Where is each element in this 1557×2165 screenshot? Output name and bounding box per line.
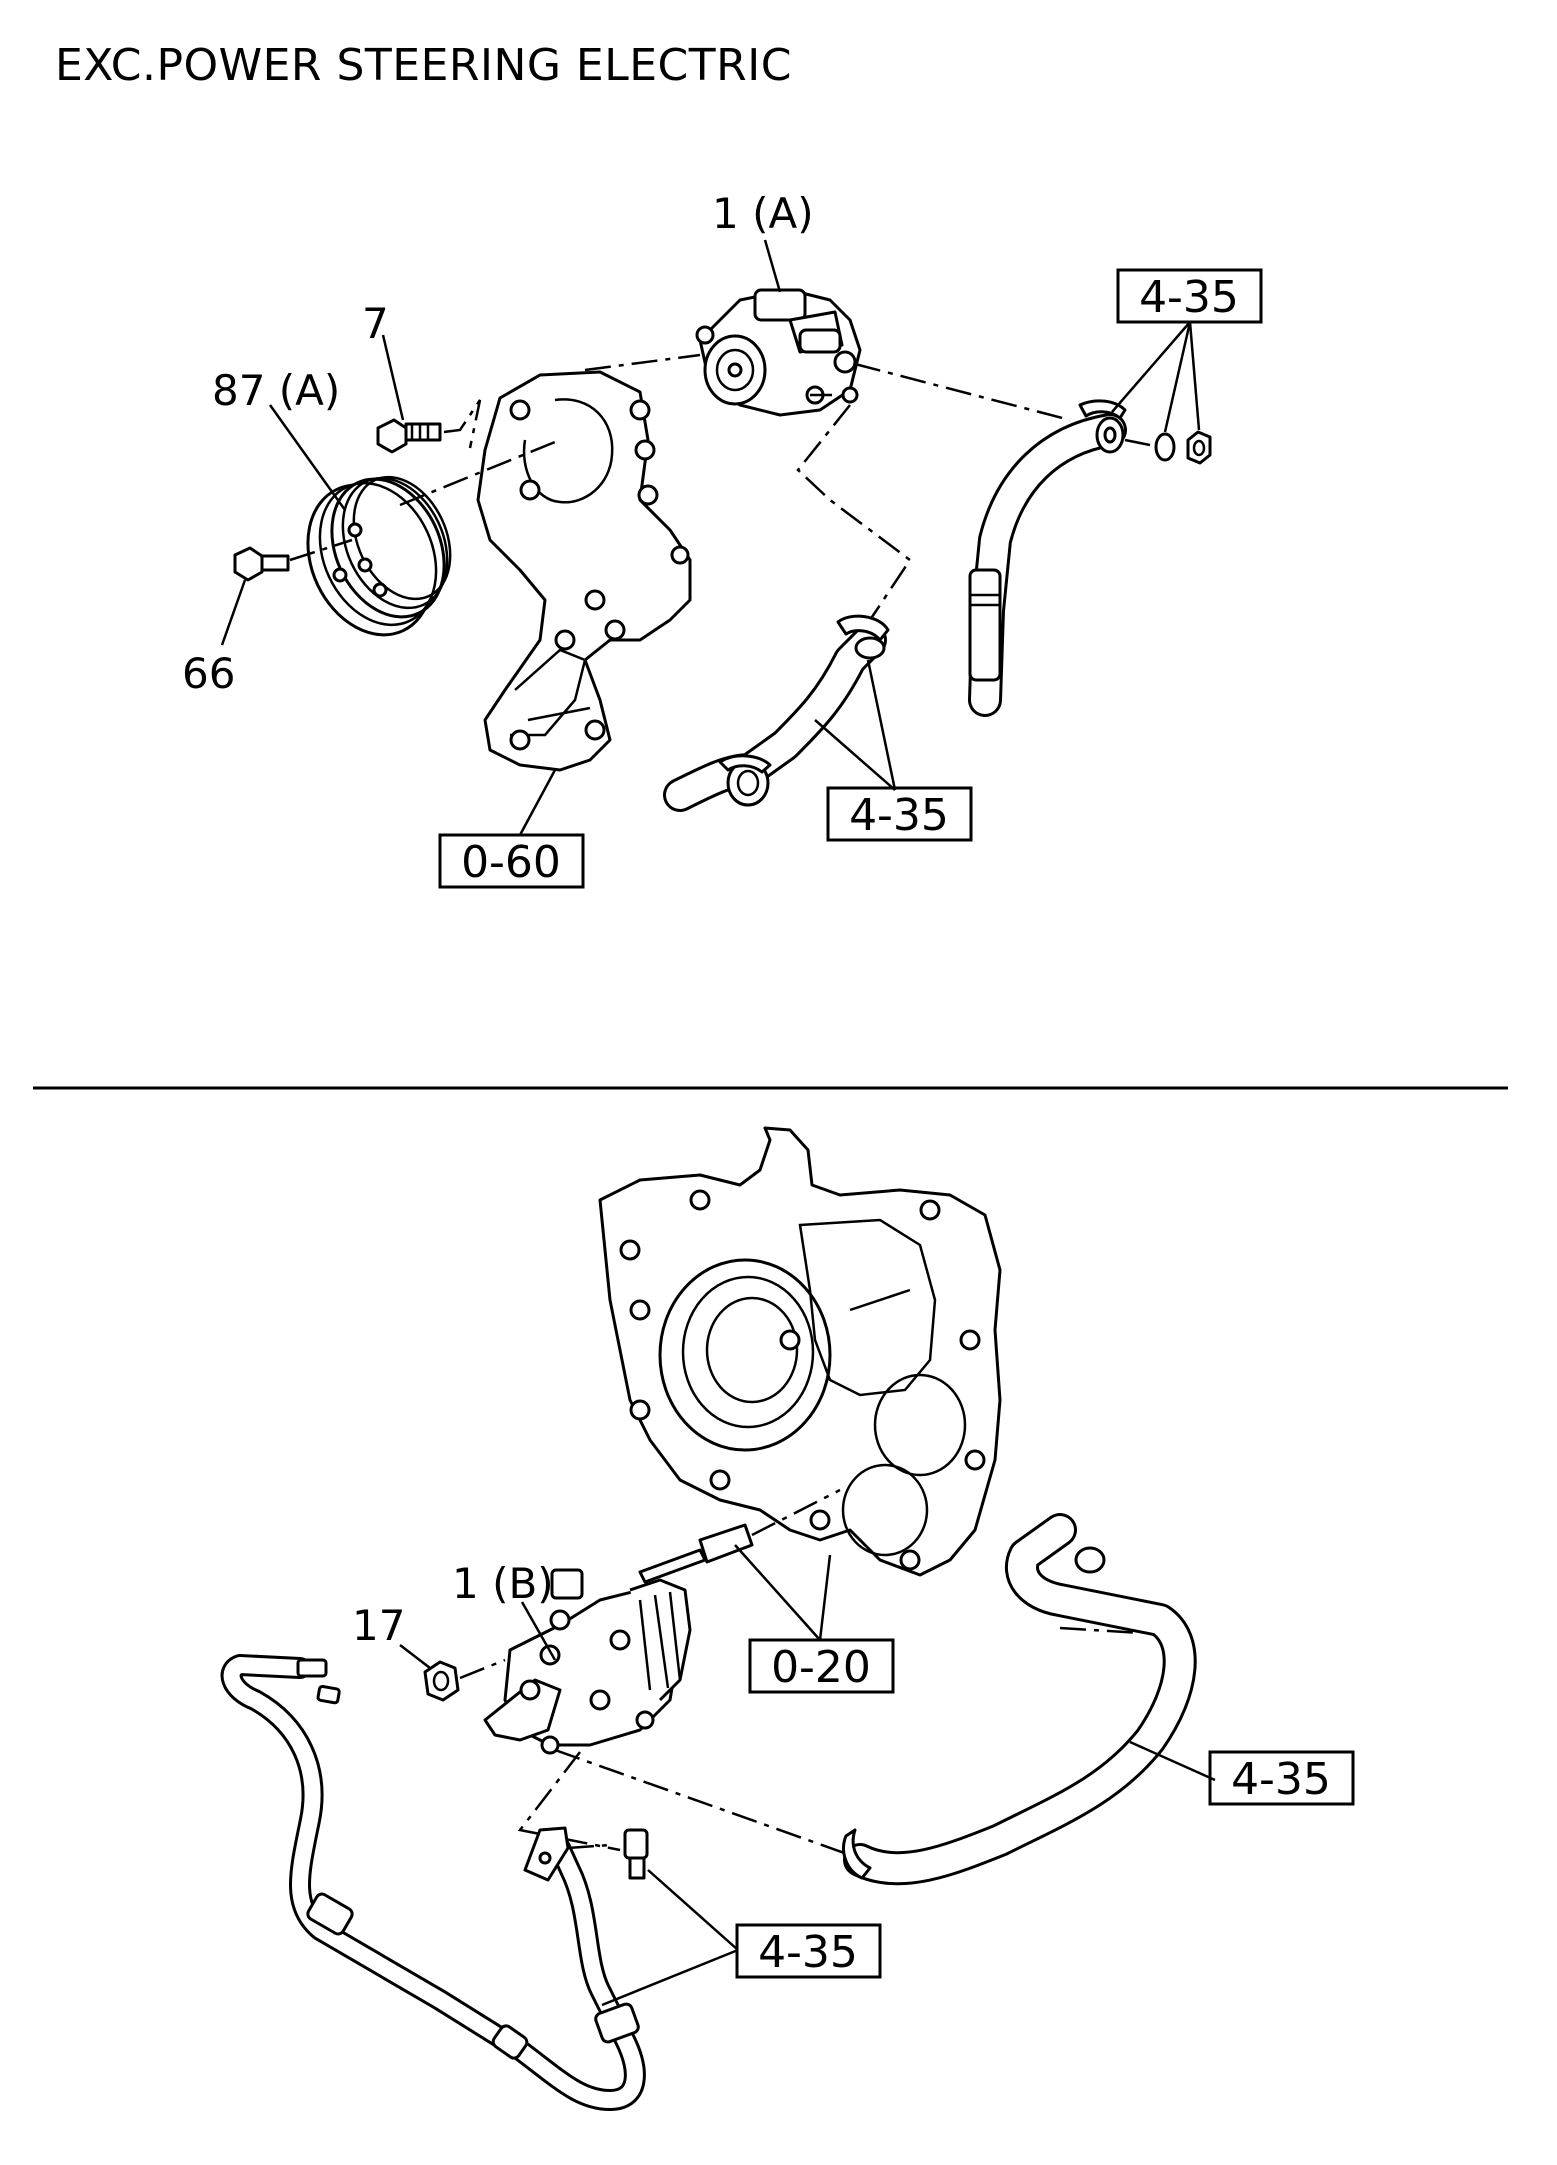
- ref-box-pressure-pipe[interactable]: 4-35: [735, 1923, 882, 1979]
- ref-label-lower-suction-hose: 4-35: [1231, 1754, 1331, 1805]
- part-label-17: 17: [352, 1601, 405, 1650]
- lower-suction-hose-drawing: [842, 1513, 1197, 1886]
- pump-1b-drawing: [483, 1568, 851, 1857]
- ref-box-lower-suction-hose[interactable]: 4-35: [1208, 1750, 1355, 1806]
- ref-label-suction-hose: 4-35: [849, 790, 949, 841]
- front-cover-drawing: [598, 1126, 1002, 1577]
- upper-diagram: 1 (A) 7 87 (A) 66 4-35 4-35 0-60: [182, 189, 1263, 889]
- nut-17-drawing: [423, 1658, 506, 1702]
- part-label-7: 7: [362, 299, 389, 348]
- bolt-7-drawing: [376, 399, 482, 454]
- part-label-1a: 1 (A): [712, 189, 814, 238]
- page-title: EXC.POWER STEERING ELECTRIC: [55, 40, 792, 91]
- bolt-66-drawing: [233, 538, 353, 582]
- ref-label-bracket: 0-60: [461, 837, 561, 888]
- part-label-87a: 87 (A): [212, 366, 340, 415]
- ref-label-front-cover: 0-20: [771, 1642, 871, 1693]
- ref-box-return-hose[interactable]: 4-35: [1116, 268, 1263, 324]
- lower-leader-lines: [399, 1544, 1216, 2007]
- ref-box-front-cover[interactable]: 0-20: [748, 1638, 895, 1694]
- suction-hose-drawing: [663, 614, 890, 812]
- ref-box-bracket[interactable]: 0-60: [438, 833, 585, 889]
- part-label-66: 66: [182, 649, 235, 698]
- upper-leader-lines: [220, 239, 1201, 836]
- return-hose-drawing: [968, 399, 1212, 717]
- pulley-87a-drawing: [306, 475, 452, 637]
- pump-1a-drawing: [584, 288, 1071, 621]
- lower-diagram: 1 (B) 17 0-20 4-35 4-35: [220, 1126, 1355, 2111]
- part-label-1b: 1 (B): [452, 1559, 554, 1608]
- bracket-drawing: [399, 370, 692, 772]
- ref-label-pressure-pipe: 4-35: [758, 1927, 858, 1978]
- pressure-pipe-drawing: [220, 1654, 649, 2111]
- ref-label-return-hose: 4-35: [1139, 272, 1239, 323]
- ref-box-suction-hose[interactable]: 4-35: [826, 786, 973, 842]
- stud-drawing: [638, 1488, 841, 1584]
